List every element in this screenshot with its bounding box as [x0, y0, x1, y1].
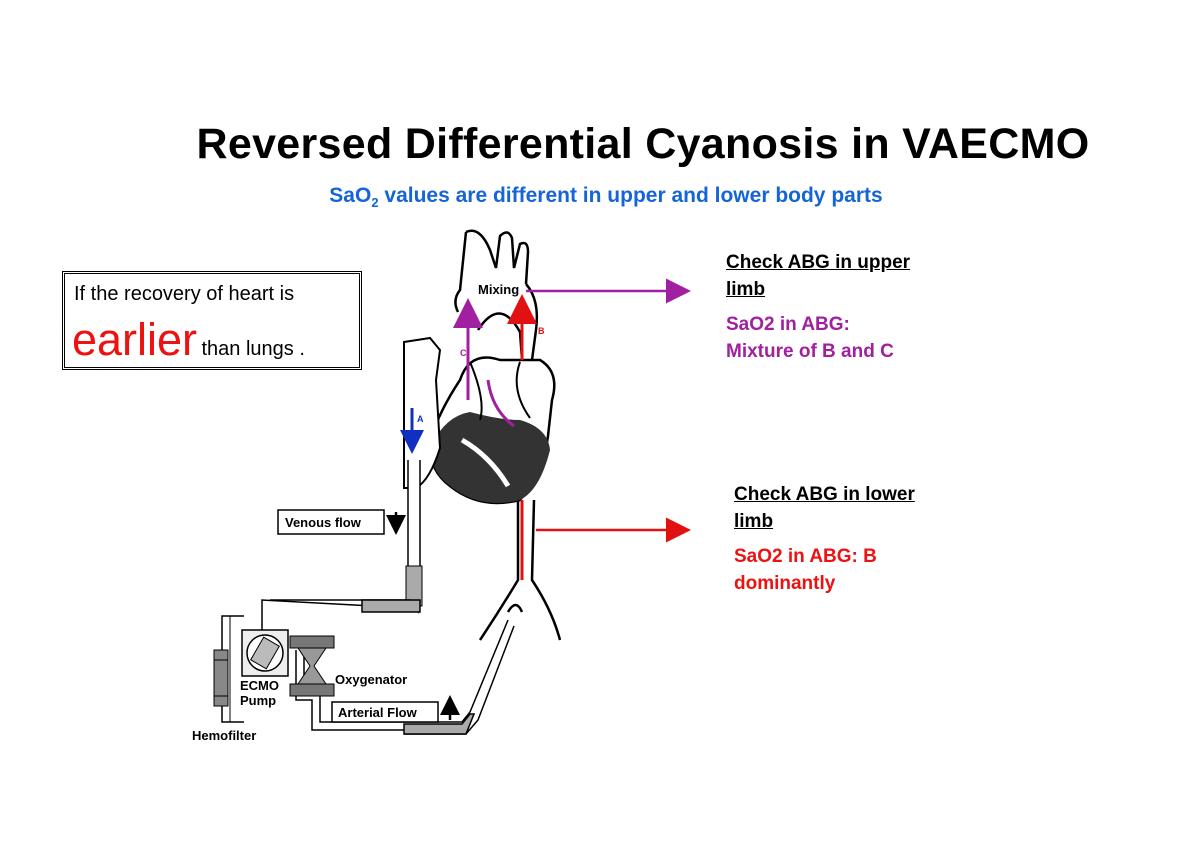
- venous-cannula: [403, 336, 442, 607]
- callout-line2: earlier than lungs .: [72, 314, 305, 366]
- slide-subtitle: SaO2 values are different in upper and l…: [329, 184, 883, 211]
- callout-line1: If the recovery of heart is: [74, 283, 295, 305]
- upper-limb-value: SaO2 in ABG:Mixture of B and C: [726, 314, 894, 362]
- hemofilter-label: Hemofilter: [192, 728, 256, 743]
- venous-flow-label: Venous flow: [277, 509, 406, 535]
- label-a: A: [417, 414, 424, 424]
- oxygenator: [289, 635, 335, 697]
- mixing-label: Mixing: [478, 282, 519, 297]
- oxygenator-label: Oxygenator: [335, 672, 407, 687]
- label-b: B: [538, 326, 545, 336]
- callout-rest: than lungs .: [201, 338, 305, 360]
- svg-text:Arterial Flow: Arterial Flow: [338, 705, 418, 720]
- callout-emphasis: earlier: [72, 314, 198, 365]
- hemofilter: [213, 649, 229, 707]
- label-c: C: [460, 348, 467, 358]
- slide-title: Reversed Differential Cyanosis in VAECMO: [196, 120, 1090, 168]
- recovery-callout: If the recovery of heart is earlier than…: [62, 271, 362, 370]
- flow-arrow-c-lower: [486, 379, 515, 428]
- heart-shape: [428, 356, 556, 505]
- svg-text:Venous flow: Venous flow: [285, 515, 362, 530]
- ecmo-pump-label-l1: ECMO: [240, 678, 279, 693]
- ecmo-pump: [241, 629, 289, 677]
- arterial-flow-label: Arterial Flow: [331, 695, 460, 723]
- ecmo-pump-label-l2: Pump: [240, 693, 276, 708]
